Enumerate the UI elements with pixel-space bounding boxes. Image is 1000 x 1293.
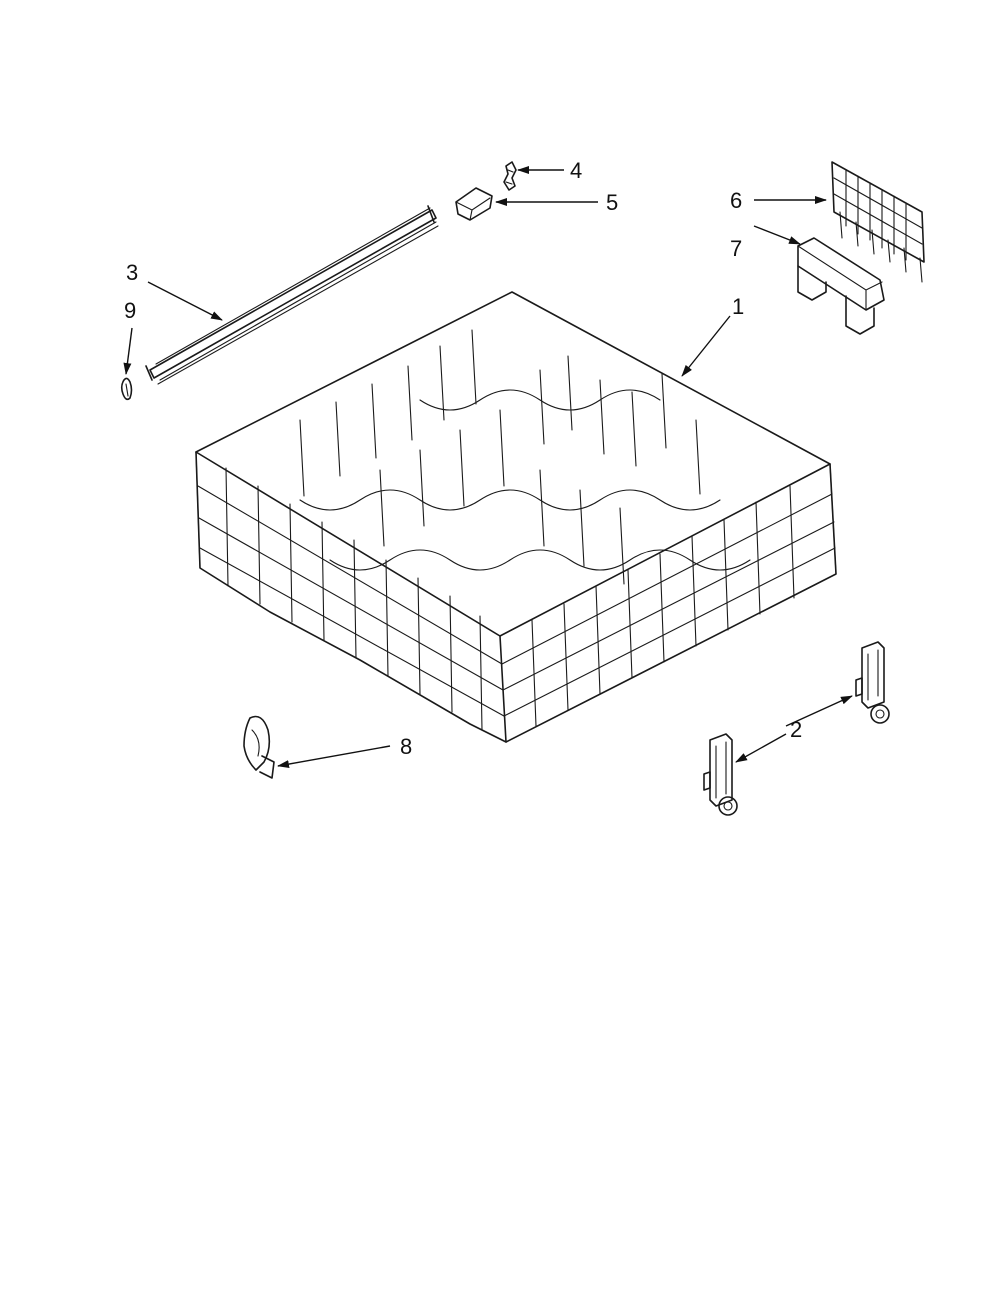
callout-1: 1: [732, 294, 744, 319]
leader-8: [277, 745, 391, 769]
bracket-part: [797, 237, 885, 335]
leader-9: [123, 327, 133, 375]
leader-lines: [123, 166, 853, 769]
stop-block-part: [455, 187, 493, 221]
tine-panel-part: [831, 161, 925, 283]
adjuster-part: [243, 715, 275, 779]
rail-part: [145, 205, 439, 385]
callout-6: 6: [730, 188, 742, 213]
callout-5: 5: [606, 190, 618, 215]
dishrack-part: [195, 291, 837, 743]
leader-2-lower: [735, 733, 787, 763]
callout-4: 4: [570, 158, 582, 183]
roller-assembly-lower: [703, 733, 738, 816]
callout-8: 8: [400, 734, 412, 759]
callout-7: 7: [730, 236, 742, 261]
callout-9: 9: [124, 298, 136, 323]
callout-labels: 1 2 3 4 5 6 7 8 9: [124, 158, 802, 759]
callout-3: 3: [126, 260, 138, 285]
roller-assembly-upper: [855, 641, 890, 724]
leader-2-upper: [785, 695, 853, 727]
callout-2: 2: [790, 717, 802, 742]
leader-3: [147, 281, 223, 321]
leader-7: [753, 225, 801, 245]
clip-part: [503, 161, 517, 191]
leader-1: [681, 315, 731, 377]
end-cap-part: [120, 377, 133, 401]
